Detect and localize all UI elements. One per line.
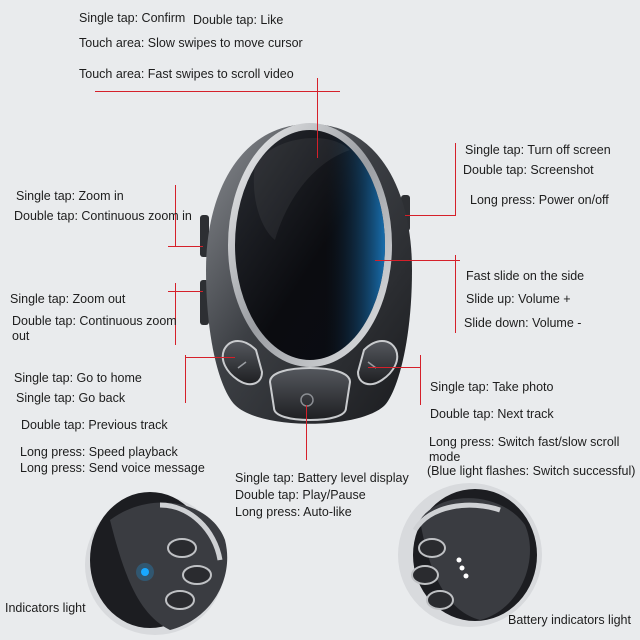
leader-zoomout-v <box>175 283 176 345</box>
leader-power-h <box>405 215 456 216</box>
battery-light-1 <box>456 557 462 563</box>
battery-light-2 <box>459 565 465 571</box>
label-auto-like: Long press: Auto-like <box>235 505 352 519</box>
battery-light-3 <box>463 573 469 579</box>
left-button[interactable] <box>221 340 264 386</box>
label-continuous-zoom-out: Double tap: Continuous zoom out <box>12 314 177 343</box>
label-turn-off-screen: Single tap: Turn off screen <box>465 143 611 157</box>
center-button-dot-icon <box>300 393 314 407</box>
label-go-back: Single tap: Go back <box>16 391 126 405</box>
right-button[interactable] <box>356 340 399 386</box>
screen-highlight <box>253 138 350 240</box>
label-volume-down: Slide down: Volume - <box>464 316 582 330</box>
label-double-tap-like: Double tap: Like <box>193 13 284 27</box>
label-send-voice: Long press: Send voice message <box>20 461 205 475</box>
label-zoom-out: Single tap: Zoom out <box>10 292 126 306</box>
leader-zoomin-h <box>168 246 203 247</box>
leader-home-v <box>185 355 186 403</box>
leader-photo-h <box>368 367 420 368</box>
label-zoom-in: Single tap: Zoom in <box>16 189 124 203</box>
label-switch-scroll: Long press: Switch fast/slow scroll mode <box>429 435 620 464</box>
label-power: Long press: Power on/off <box>470 193 609 207</box>
leader-side-v <box>455 255 456 333</box>
leader-zoomout-h <box>168 291 203 292</box>
label-battery-display: Single tap: Battery level display <box>235 471 409 485</box>
leader-zoomin-v <box>175 185 176 247</box>
label-slow-swipe: Touch area: Slow swipes to move cursor <box>79 36 303 50</box>
label-blue-light-note: (Blue light flashes: Switch successful) <box>427 464 636 478</box>
label-continuous-zoom-in: Double tap: Continuous zoom in <box>14 209 192 223</box>
thumb-photo-right <box>398 483 542 627</box>
thumb-photo-left <box>85 492 228 635</box>
leader-photo-v <box>420 355 421 405</box>
leader-top-h <box>95 91 340 92</box>
label-previous-track: Double tap: Previous track <box>21 418 168 432</box>
label-speed-playback: Long press: Speed playback <box>20 445 178 459</box>
label-screenshot: Double tap: Screenshot <box>463 163 594 177</box>
label-go-home: Single tap: Go to home <box>14 371 142 385</box>
label-fast-slide: Fast slide on the side <box>466 269 585 283</box>
label-single-tap-confirm: Single tap: Confirm <box>79 11 186 25</box>
label-play-pause: Double tap: Play/Pause <box>235 488 366 502</box>
label-indicators-light: Indicators light <box>5 601 86 615</box>
label-next-track: Double tap: Next track <box>430 407 554 421</box>
label-volume-up: Slide up: Volume + <box>466 292 571 306</box>
leader-power-v <box>455 143 456 215</box>
blue-indicator-light <box>141 568 149 576</box>
label-take-photo: Single tap: Take photo <box>430 380 554 394</box>
leader-battery-v <box>306 405 307 460</box>
leader-home-h <box>185 357 235 358</box>
label-battery-indicators-light: Battery indicators light <box>508 613 631 627</box>
leader-top-v <box>317 78 318 158</box>
label-fast-swipe: Touch area: Fast swipes to scroll video <box>79 67 294 81</box>
leader-side-h <box>375 260 460 261</box>
screen-glow <box>235 130 385 360</box>
